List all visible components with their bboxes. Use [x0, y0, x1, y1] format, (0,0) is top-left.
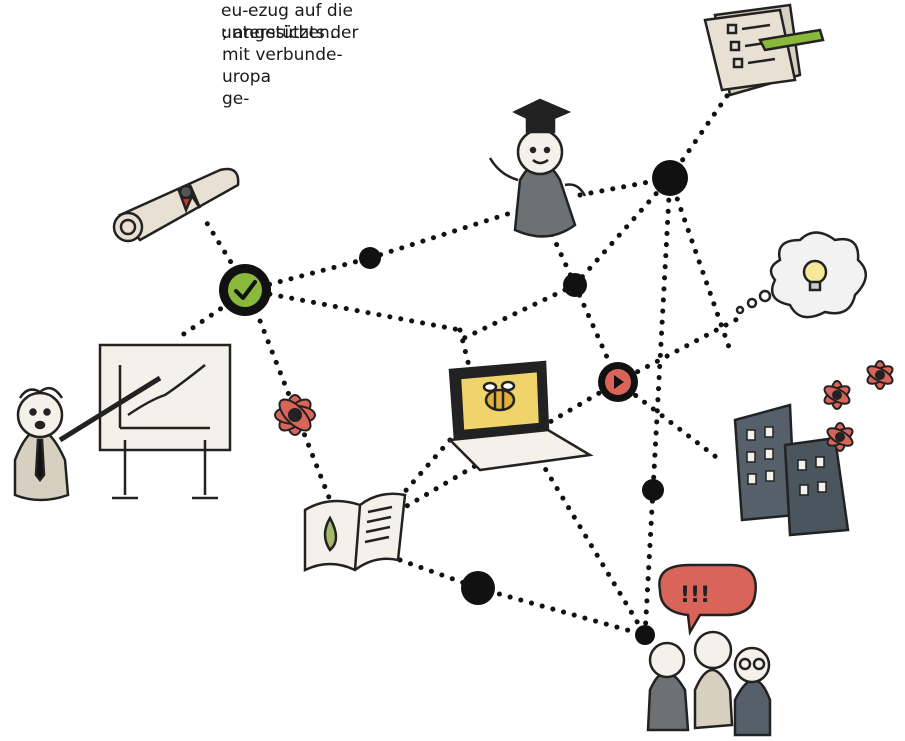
flower-icons: [274, 360, 894, 452]
buildings-icon: [733, 403, 850, 537]
idea-bulb-cloud-icon: [735, 231, 867, 319]
speech-bubble-text: !!!: [680, 583, 710, 608]
text-line: ezug auf die: [248, 1, 353, 21]
text-line: mit verbunde-: [222, 45, 343, 65]
text-line: ; angesichts der: [222, 23, 359, 43]
text-line: uropa: [222, 67, 271, 87]
text-line: eu-: [221, 1, 249, 21]
network-nodes: [359, 160, 688, 645]
graduate-figure-icon: [488, 98, 587, 238]
text-line: unterstützen.: [221, 23, 336, 43]
diploma-scroll-icon: [112, 167, 240, 243]
presenter-figure-icon: [13, 386, 70, 502]
people-group-icon: !!!: [646, 563, 772, 737]
text-line: ge-: [222, 89, 250, 109]
laptop-bee-icon: [447, 360, 594, 472]
play-node-icon: [598, 362, 638, 402]
open-book-icon: [303, 492, 407, 572]
network-connections: [172, 67, 748, 638]
checkmark-node-icon: [219, 264, 271, 316]
checklist-document-icon: [703, 3, 825, 97]
presentation-board-icon: [58, 343, 232, 500]
